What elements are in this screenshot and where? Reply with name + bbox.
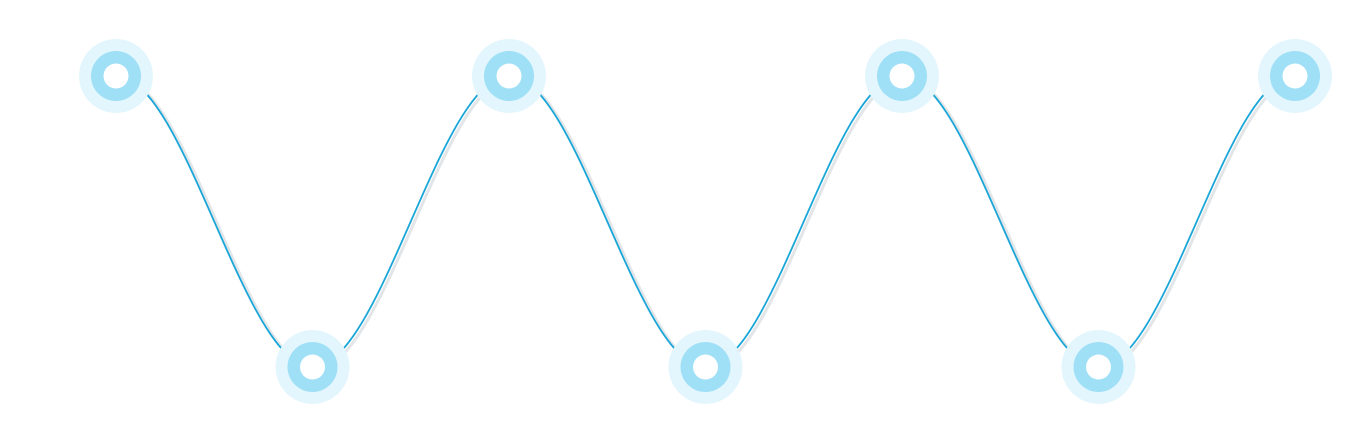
- node-center: [103, 63, 129, 89]
- wave-line: [115, 75, 1296, 368]
- node-center: [1086, 354, 1111, 380]
- wave-line-layer: [115, 75, 1299, 371]
- timeline-node[interactable]: [865, 39, 939, 113]
- timeline-node[interactable]: [79, 39, 153, 113]
- node-center: [1282, 63, 1308, 89]
- node-center: [496, 63, 522, 89]
- node-center: [889, 63, 915, 89]
- timeline-node[interactable]: [668, 330, 743, 404]
- timeline-node[interactable]: [472, 39, 546, 113]
- wave-node-layer: [79, 39, 1332, 404]
- node-center: [693, 354, 718, 380]
- timeline-node[interactable]: [1258, 39, 1332, 113]
- timeline-node[interactable]: [1061, 330, 1136, 404]
- timeline-node[interactable]: [275, 330, 350, 404]
- wave-line-shadow: [118, 76, 1299, 371]
- node-center: [300, 354, 325, 380]
